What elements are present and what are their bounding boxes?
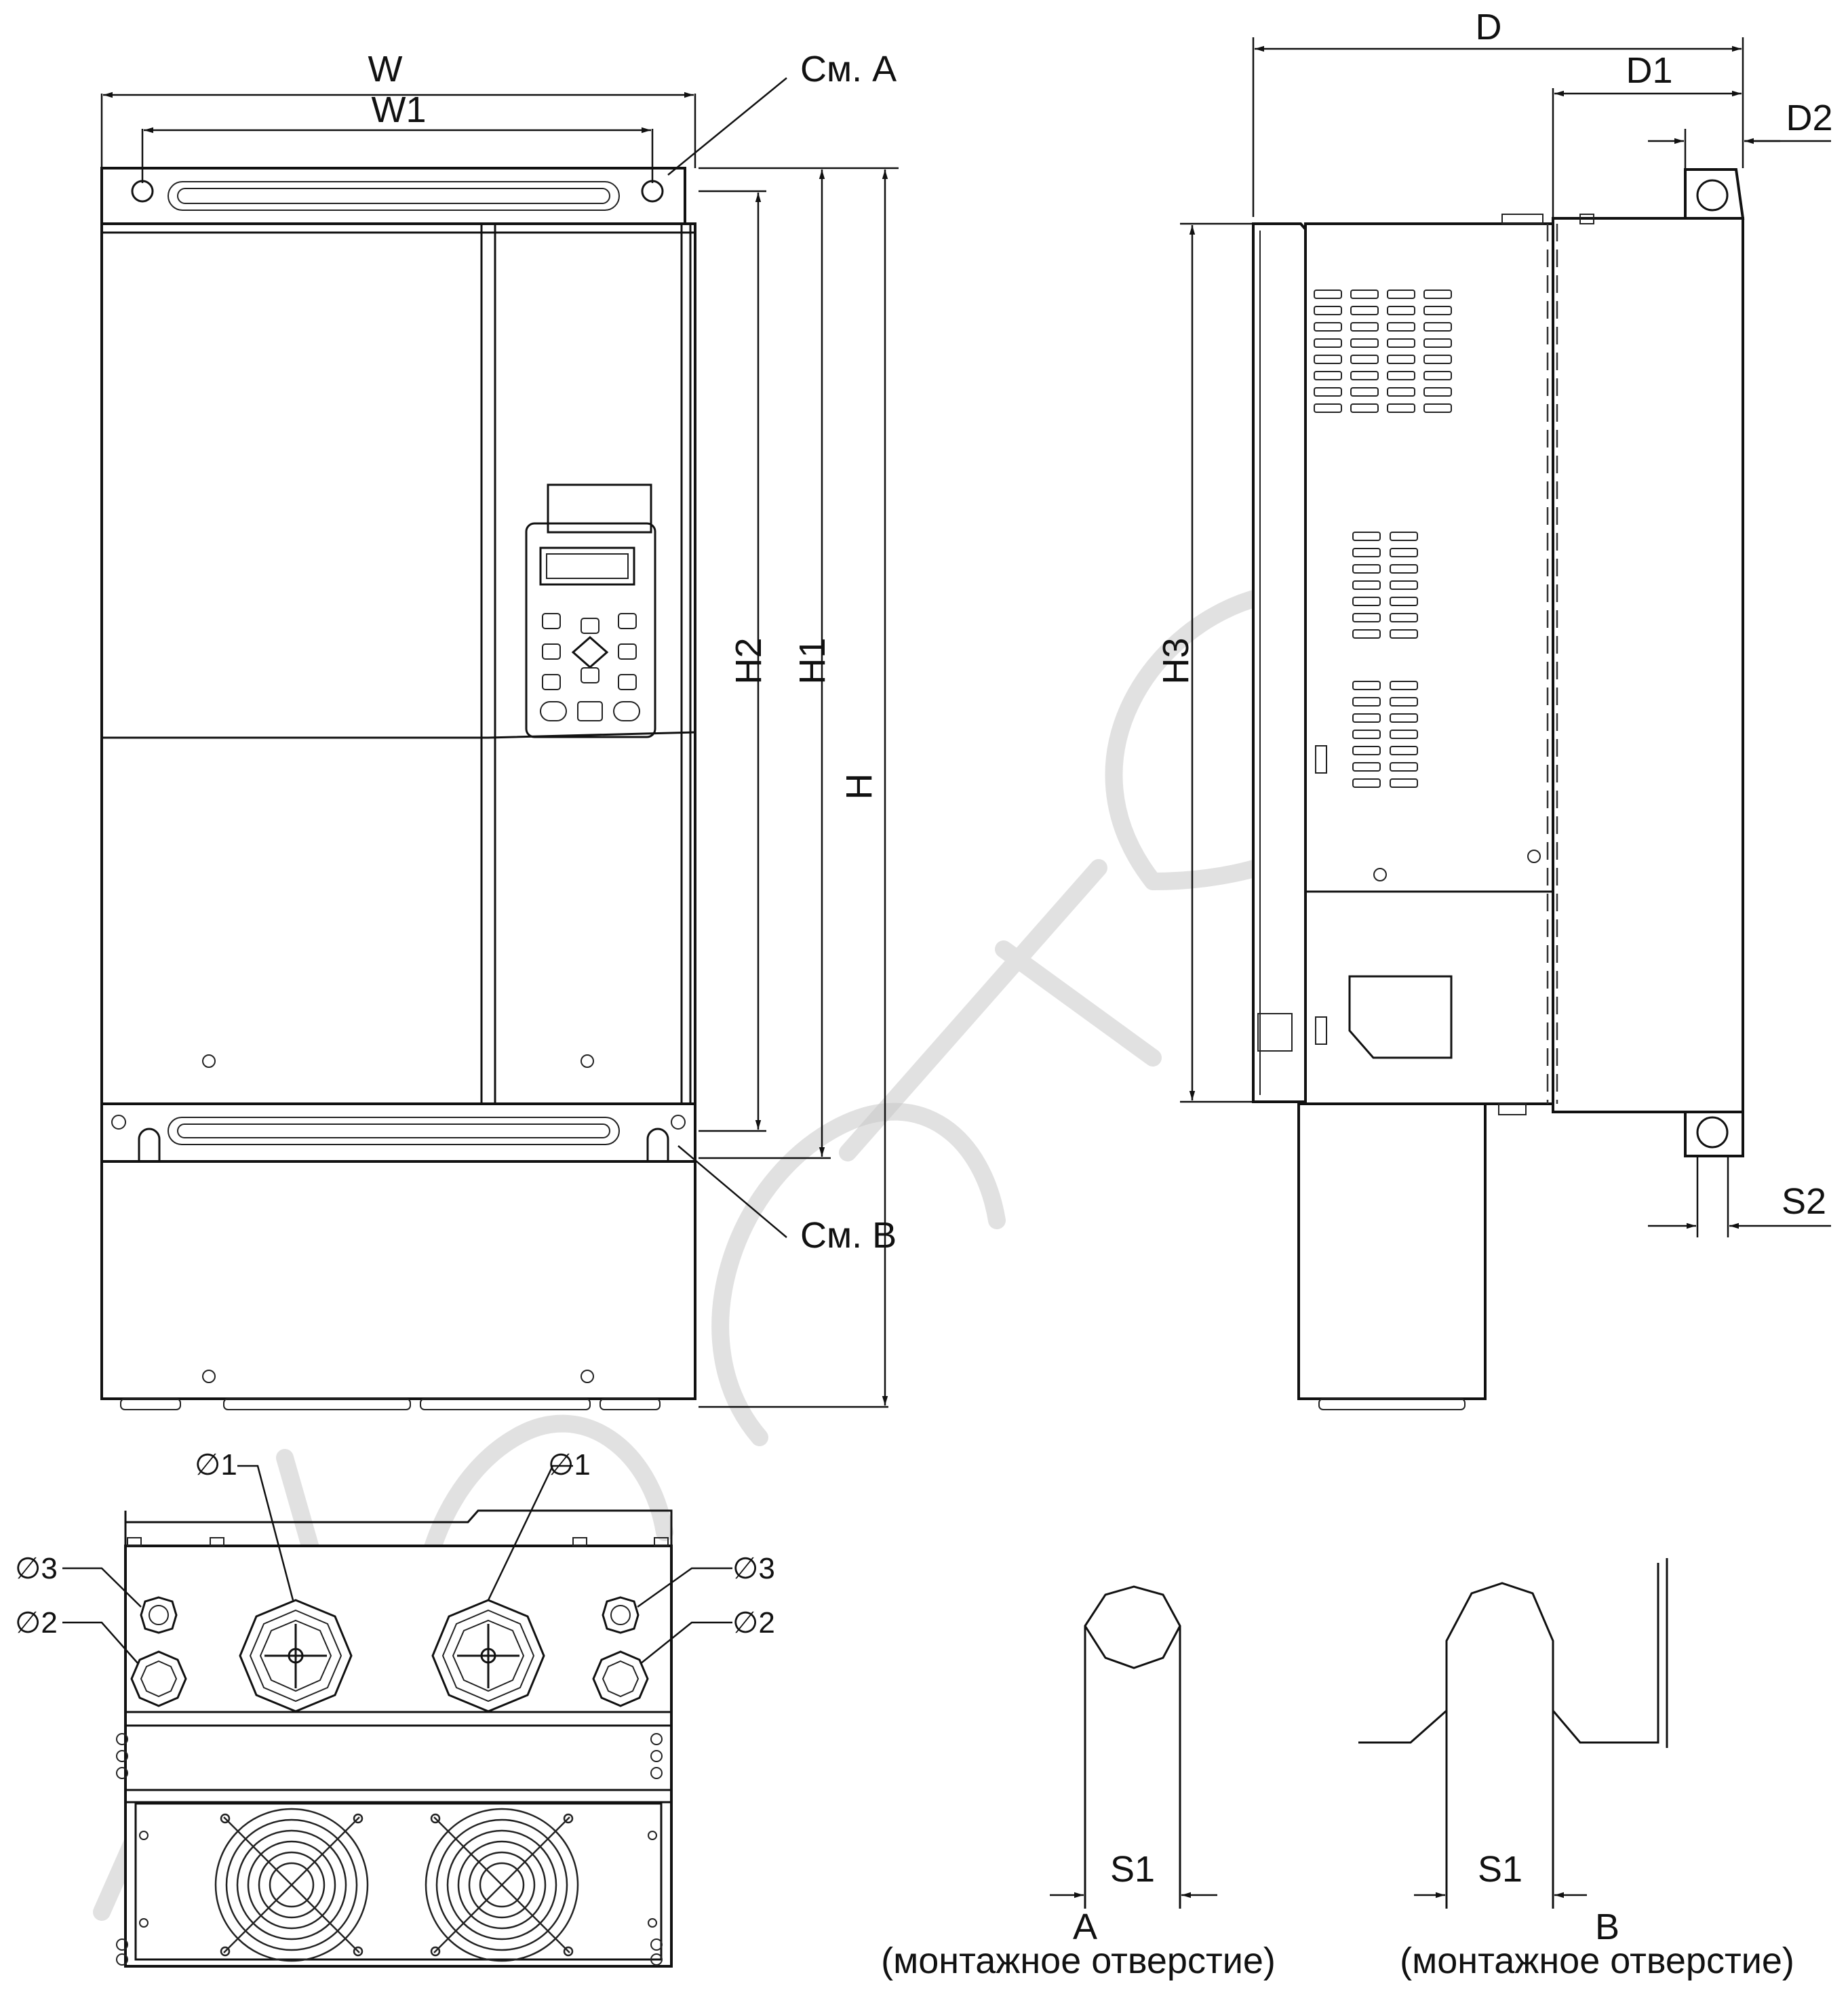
label-phi2-right: ∅2 — [732, 1606, 775, 1639]
front-dimensions — [100, 77, 899, 1408]
label-phi1-left: ∅1 — [195, 1448, 237, 1481]
callout-see-b: См. B — [800, 1215, 897, 1256]
detail-b-caption: (монтажное отверстие) — [1400, 1941, 1794, 1981]
dim-w1: W1 — [372, 89, 427, 130]
label-phi1-right: ∅1 — [548, 1448, 591, 1481]
side-dimensions — [1180, 37, 1831, 1237]
detail-a-labels: S1 A (монтажное отверстие) — [881, 1849, 1276, 1981]
side-view — [1252, 168, 1745, 1410]
bottom-labels: ∅1 ∅1 ∅3 ∅3 ∅2 ∅2 — [15, 1448, 775, 1639]
detail-a — [1050, 1585, 1217, 1909]
front-labels: W W1 См. A См. B H2 H1 H — [368, 49, 897, 1256]
dim-h3: H3 — [1156, 637, 1196, 684]
dim-d: D — [1476, 7, 1502, 47]
dim-h1: H1 — [792, 637, 833, 684]
dim-w: W — [368, 49, 403, 89]
callout-see-a: См. A — [800, 49, 897, 89]
dim-s1-b: S1 — [1478, 1849, 1522, 1890]
vent-grille — [1314, 290, 1452, 788]
front-view — [100, 167, 696, 1410]
dim-h: H — [839, 774, 880, 800]
fan-left — [214, 1808, 369, 1962]
detail-b — [1358, 1558, 1668, 1909]
dim-h2: H2 — [728, 637, 769, 684]
detail-b-label: B — [1595, 1907, 1619, 1947]
dim-d2: D2 — [1786, 98, 1832, 138]
detail-a-caption: (монтажное отверстие) — [881, 1941, 1276, 1981]
dim-s1-a: S1 — [1110, 1849, 1155, 1890]
label-phi3-left: ∅3 — [15, 1552, 58, 1585]
side-labels: D D1 D2 H3 S2 — [1156, 7, 1833, 1222]
detail-a-label: A — [1073, 1907, 1097, 1947]
label-phi2-left: ∅2 — [15, 1606, 58, 1639]
bottom-view — [62, 1465, 732, 1968]
dim-s2: S2 — [1782, 1181, 1826, 1222]
fan-right — [425, 1808, 579, 1962]
detail-b-labels: S1 B (монтажное отверстие) — [1400, 1849, 1794, 1981]
dim-d1: D1 — [1626, 50, 1672, 91]
label-phi3-right: ∅3 — [732, 1552, 775, 1585]
